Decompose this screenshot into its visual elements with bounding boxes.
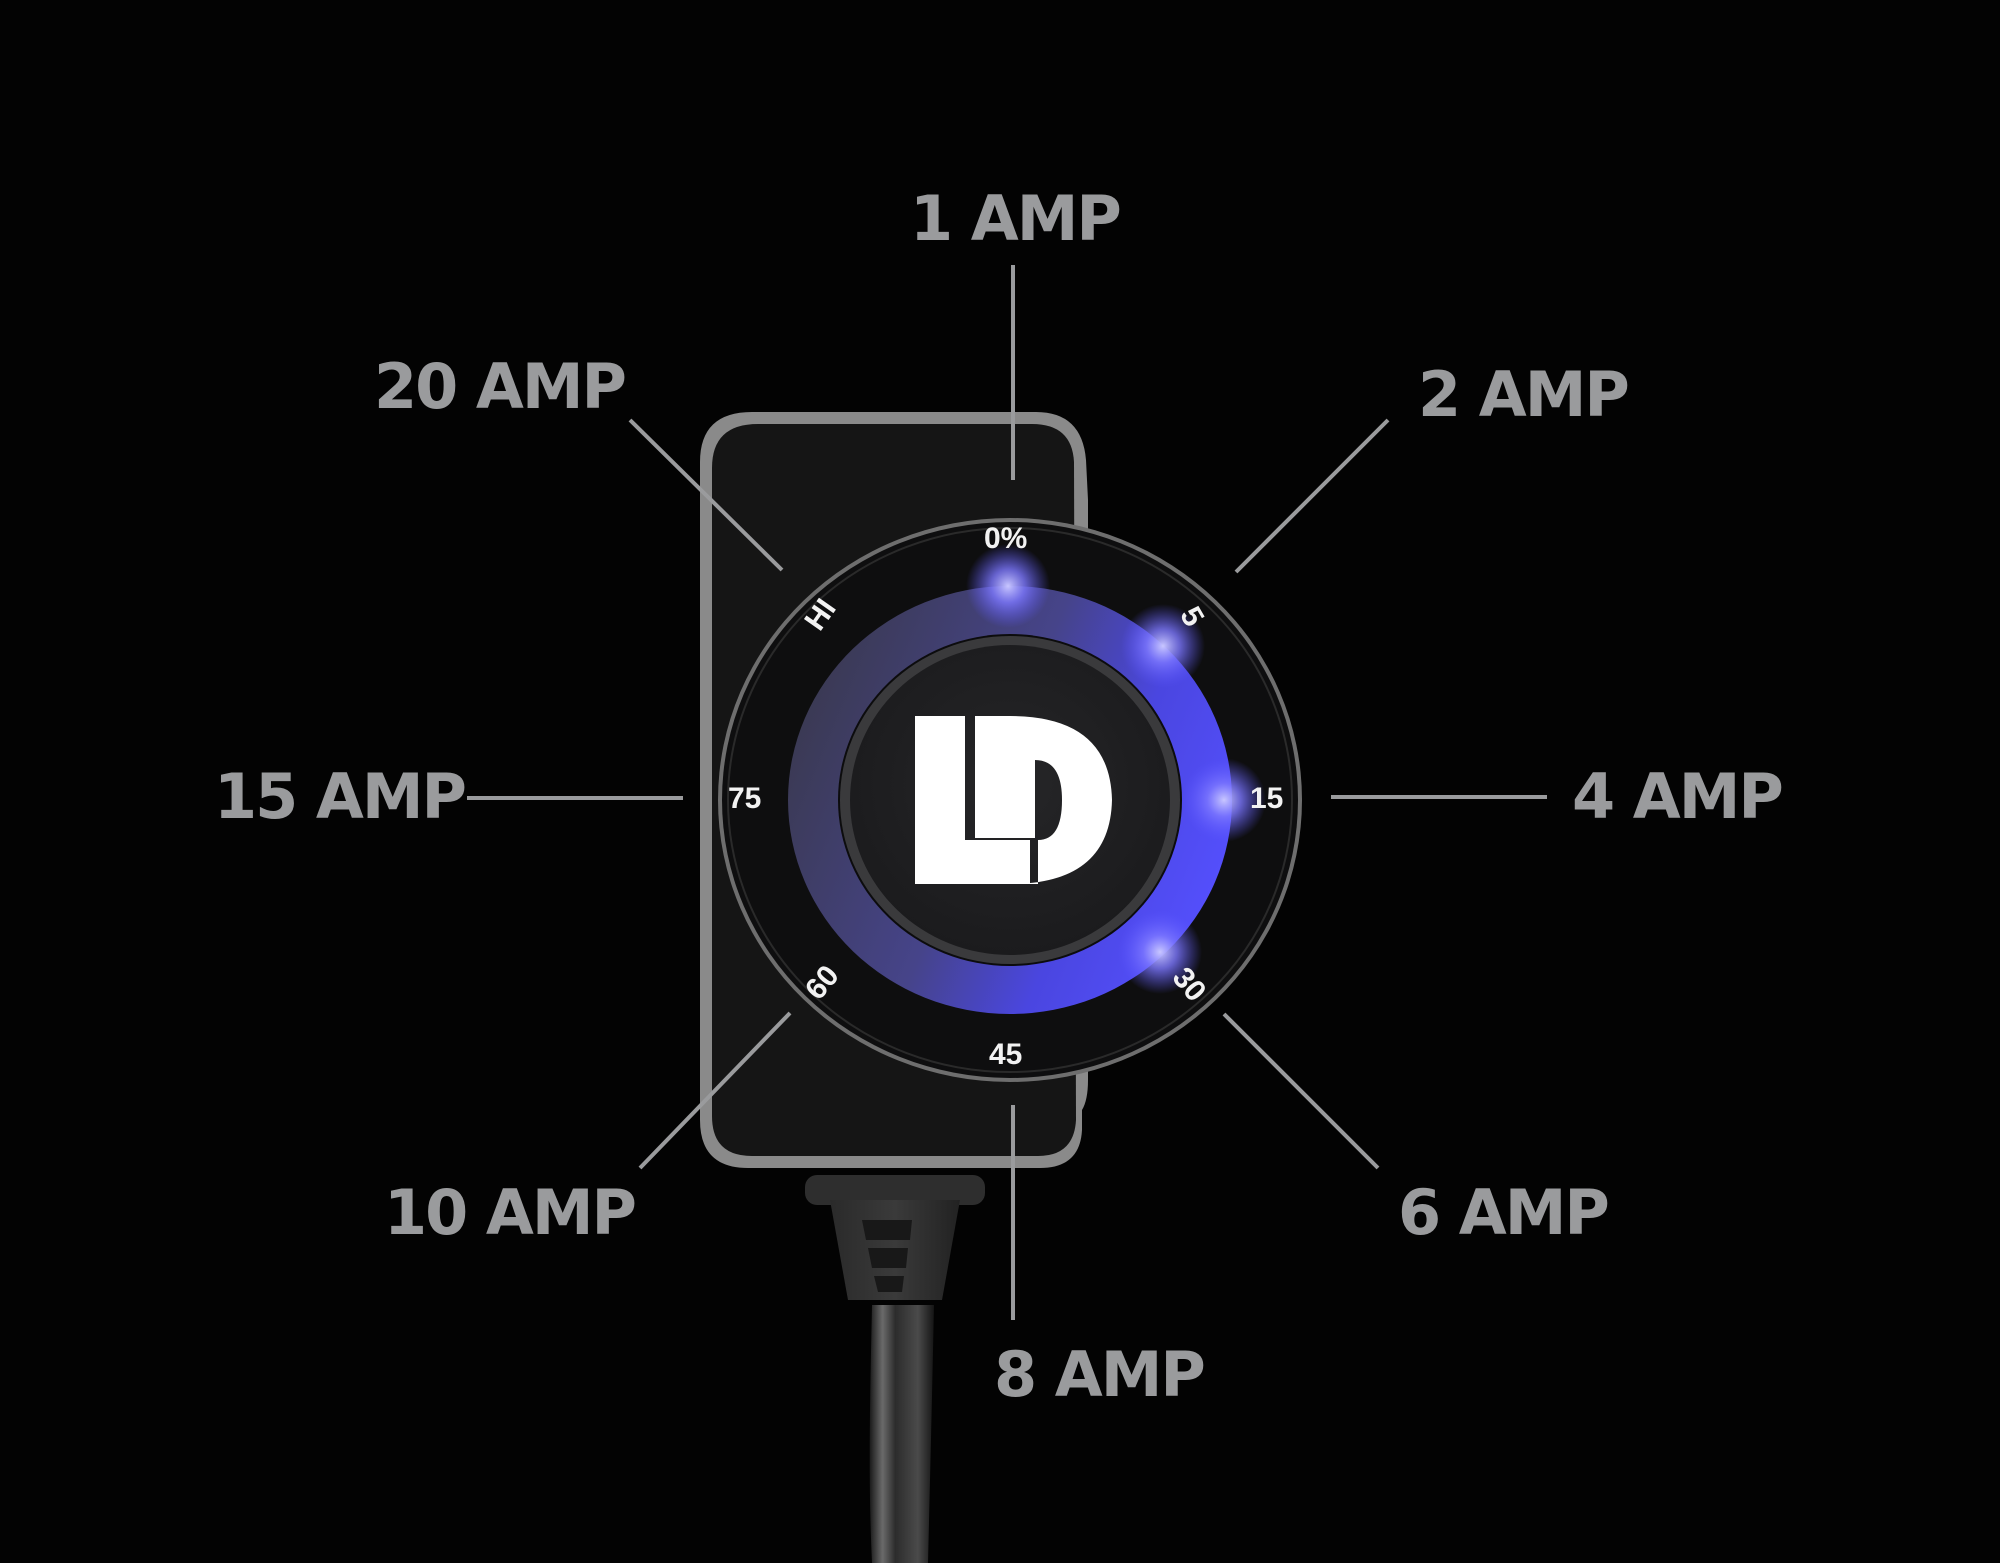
logo-icon <box>915 716 1112 884</box>
led-0 <box>966 544 1050 628</box>
callout-label-20-amp: 20 AMP <box>374 350 627 423</box>
led-15 <box>1182 758 1266 842</box>
led-indicators <box>966 544 1266 994</box>
strain-relief <box>805 1175 985 1300</box>
callout-label-8-amp: 8 AMP <box>994 1338 1206 1411</box>
callout-label-4-amp: 4 AMP <box>1572 760 1784 833</box>
cable <box>869 1305 934 1563</box>
dial-mark-75: 75 <box>728 782 762 815</box>
dial-mark-15: 15 <box>1250 782 1284 815</box>
callout-label-6-amp: 6 AMP <box>1398 1176 1610 1249</box>
led-30 <box>1118 910 1202 994</box>
callout-label-2-amp: 2 AMP <box>1418 358 1630 431</box>
leader-line-top-right <box>1234 418 1390 574</box>
callout-label-1-amp: 1 AMP <box>910 182 1122 255</box>
callout-label-15-amp: 15 AMP <box>214 760 467 833</box>
dial-mark-0: 0% <box>984 522 1028 555</box>
leader-line-bottom-left <box>638 1011 792 1170</box>
leader-line-top-left <box>628 418 784 572</box>
leader-line-bottom-right <box>1222 1012 1380 1170</box>
callout-label-10-amp: 10 AMP <box>384 1176 637 1249</box>
led-5 <box>1121 604 1205 688</box>
dial-mark-45: 45 <box>989 1038 1023 1071</box>
